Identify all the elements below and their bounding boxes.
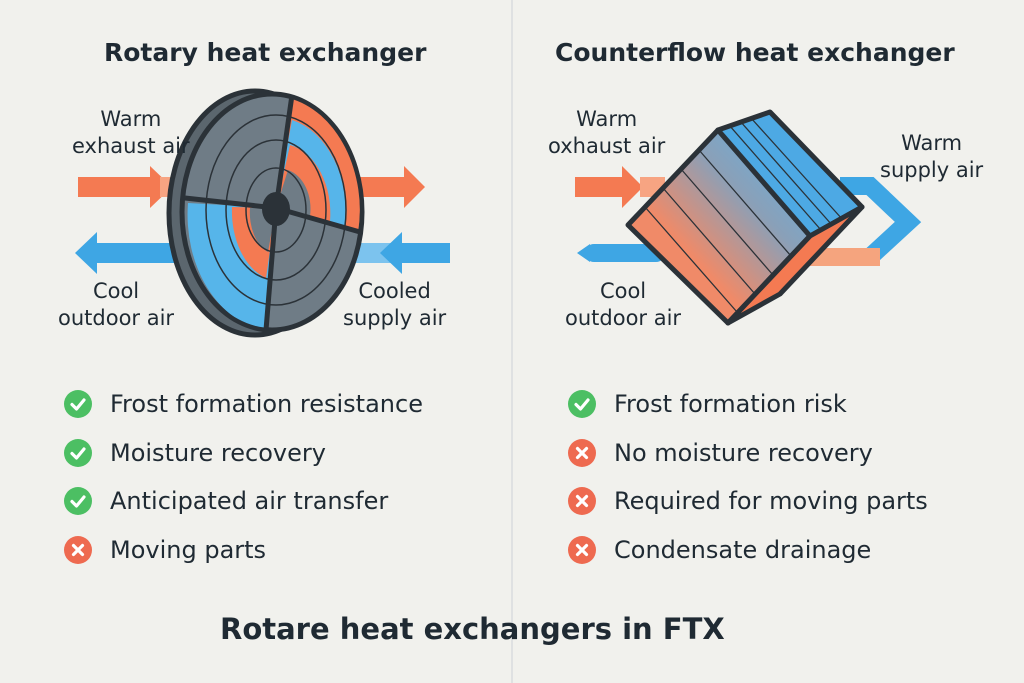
cooled-supply-arrow <box>355 232 450 274</box>
label-line: outdoor air <box>565 306 682 330</box>
feature-text: Condensate drainage <box>614 535 872 564</box>
feature-item: Condensate drainage <box>568 526 928 575</box>
counterflow-title: Counterflow heat exchanger <box>555 38 955 67</box>
feature-text: Required for moving parts <box>614 487 928 516</box>
feature-item: Anticipated air transfer <box>64 477 423 526</box>
rotary-cool-outdoor-label: Cool outdoor air <box>58 278 174 332</box>
counterflow-warm-supply-label: Warm supply air <box>880 130 983 184</box>
feature-item: Moving parts <box>64 526 423 575</box>
label-line: outdoor air <box>58 306 175 330</box>
warm-exhaust-arrow-out <box>355 166 425 208</box>
rotary-warm-exhaust-label: Warm exhaust air <box>72 106 190 160</box>
feature-item: Frost formation risk <box>568 380 928 429</box>
label-line: Cool <box>599 279 647 303</box>
check-icon <box>568 390 596 419</box>
cross-icon <box>568 535 596 564</box>
cool-outdoor-arrow <box>75 232 186 274</box>
feature-item: No moisture recovery <box>568 429 928 478</box>
feature-item: Frost formation resistance <box>64 380 423 429</box>
check-icon <box>64 487 92 516</box>
counterflow-feature-list: Frost formation risk No moisture recovery… <box>568 380 928 574</box>
label-line: oxhaust air <box>548 134 666 158</box>
feature-item: Moisture recovery <box>64 429 423 478</box>
label-line: supply air <box>343 306 447 330</box>
counterflow-warm-exhaust-arrow <box>575 166 665 208</box>
cross-icon <box>568 487 596 516</box>
rotary-wheel-icon <box>166 88 365 338</box>
label-line: supply air <box>880 158 984 182</box>
counterflow-cool-outdoor-arrow <box>577 244 665 262</box>
counterflow-cool-outdoor-label: Cool outdoor air <box>565 278 681 332</box>
counterflow-warm-exhaust-label: Warm oxhaust air <box>548 106 665 160</box>
cross-icon <box>64 535 92 564</box>
rotary-cooled-supply-label: Cooled supply air <box>343 278 446 332</box>
feature-text: Anticipated air transfer <box>110 487 389 516</box>
label-line: Warm <box>100 107 162 131</box>
cross-icon <box>568 438 596 467</box>
feature-text: Frost formation risk <box>614 390 847 419</box>
feature-text: No moisture recovery <box>614 438 873 467</box>
feature-text: Moving parts <box>110 535 267 564</box>
label-line: Cool <box>92 279 140 303</box>
label-line: Warm <box>901 131 963 155</box>
footer-title: Rotare heat exchangers in FTX <box>220 612 725 646</box>
counterflow-exchanger-icon <box>625 109 865 326</box>
label-line: exhaust air <box>72 134 190 158</box>
feature-text: Moisture recovery <box>110 438 326 467</box>
feature-text: Frost formation resistance <box>110 390 423 419</box>
feature-item: Required for moving parts <box>568 477 928 526</box>
rotary-title: Rotary heat exchanger <box>104 38 427 67</box>
label-line: Warm <box>576 107 638 131</box>
label-line: Cooled <box>358 279 431 303</box>
check-icon <box>64 390 92 419</box>
check-icon <box>64 438 92 467</box>
